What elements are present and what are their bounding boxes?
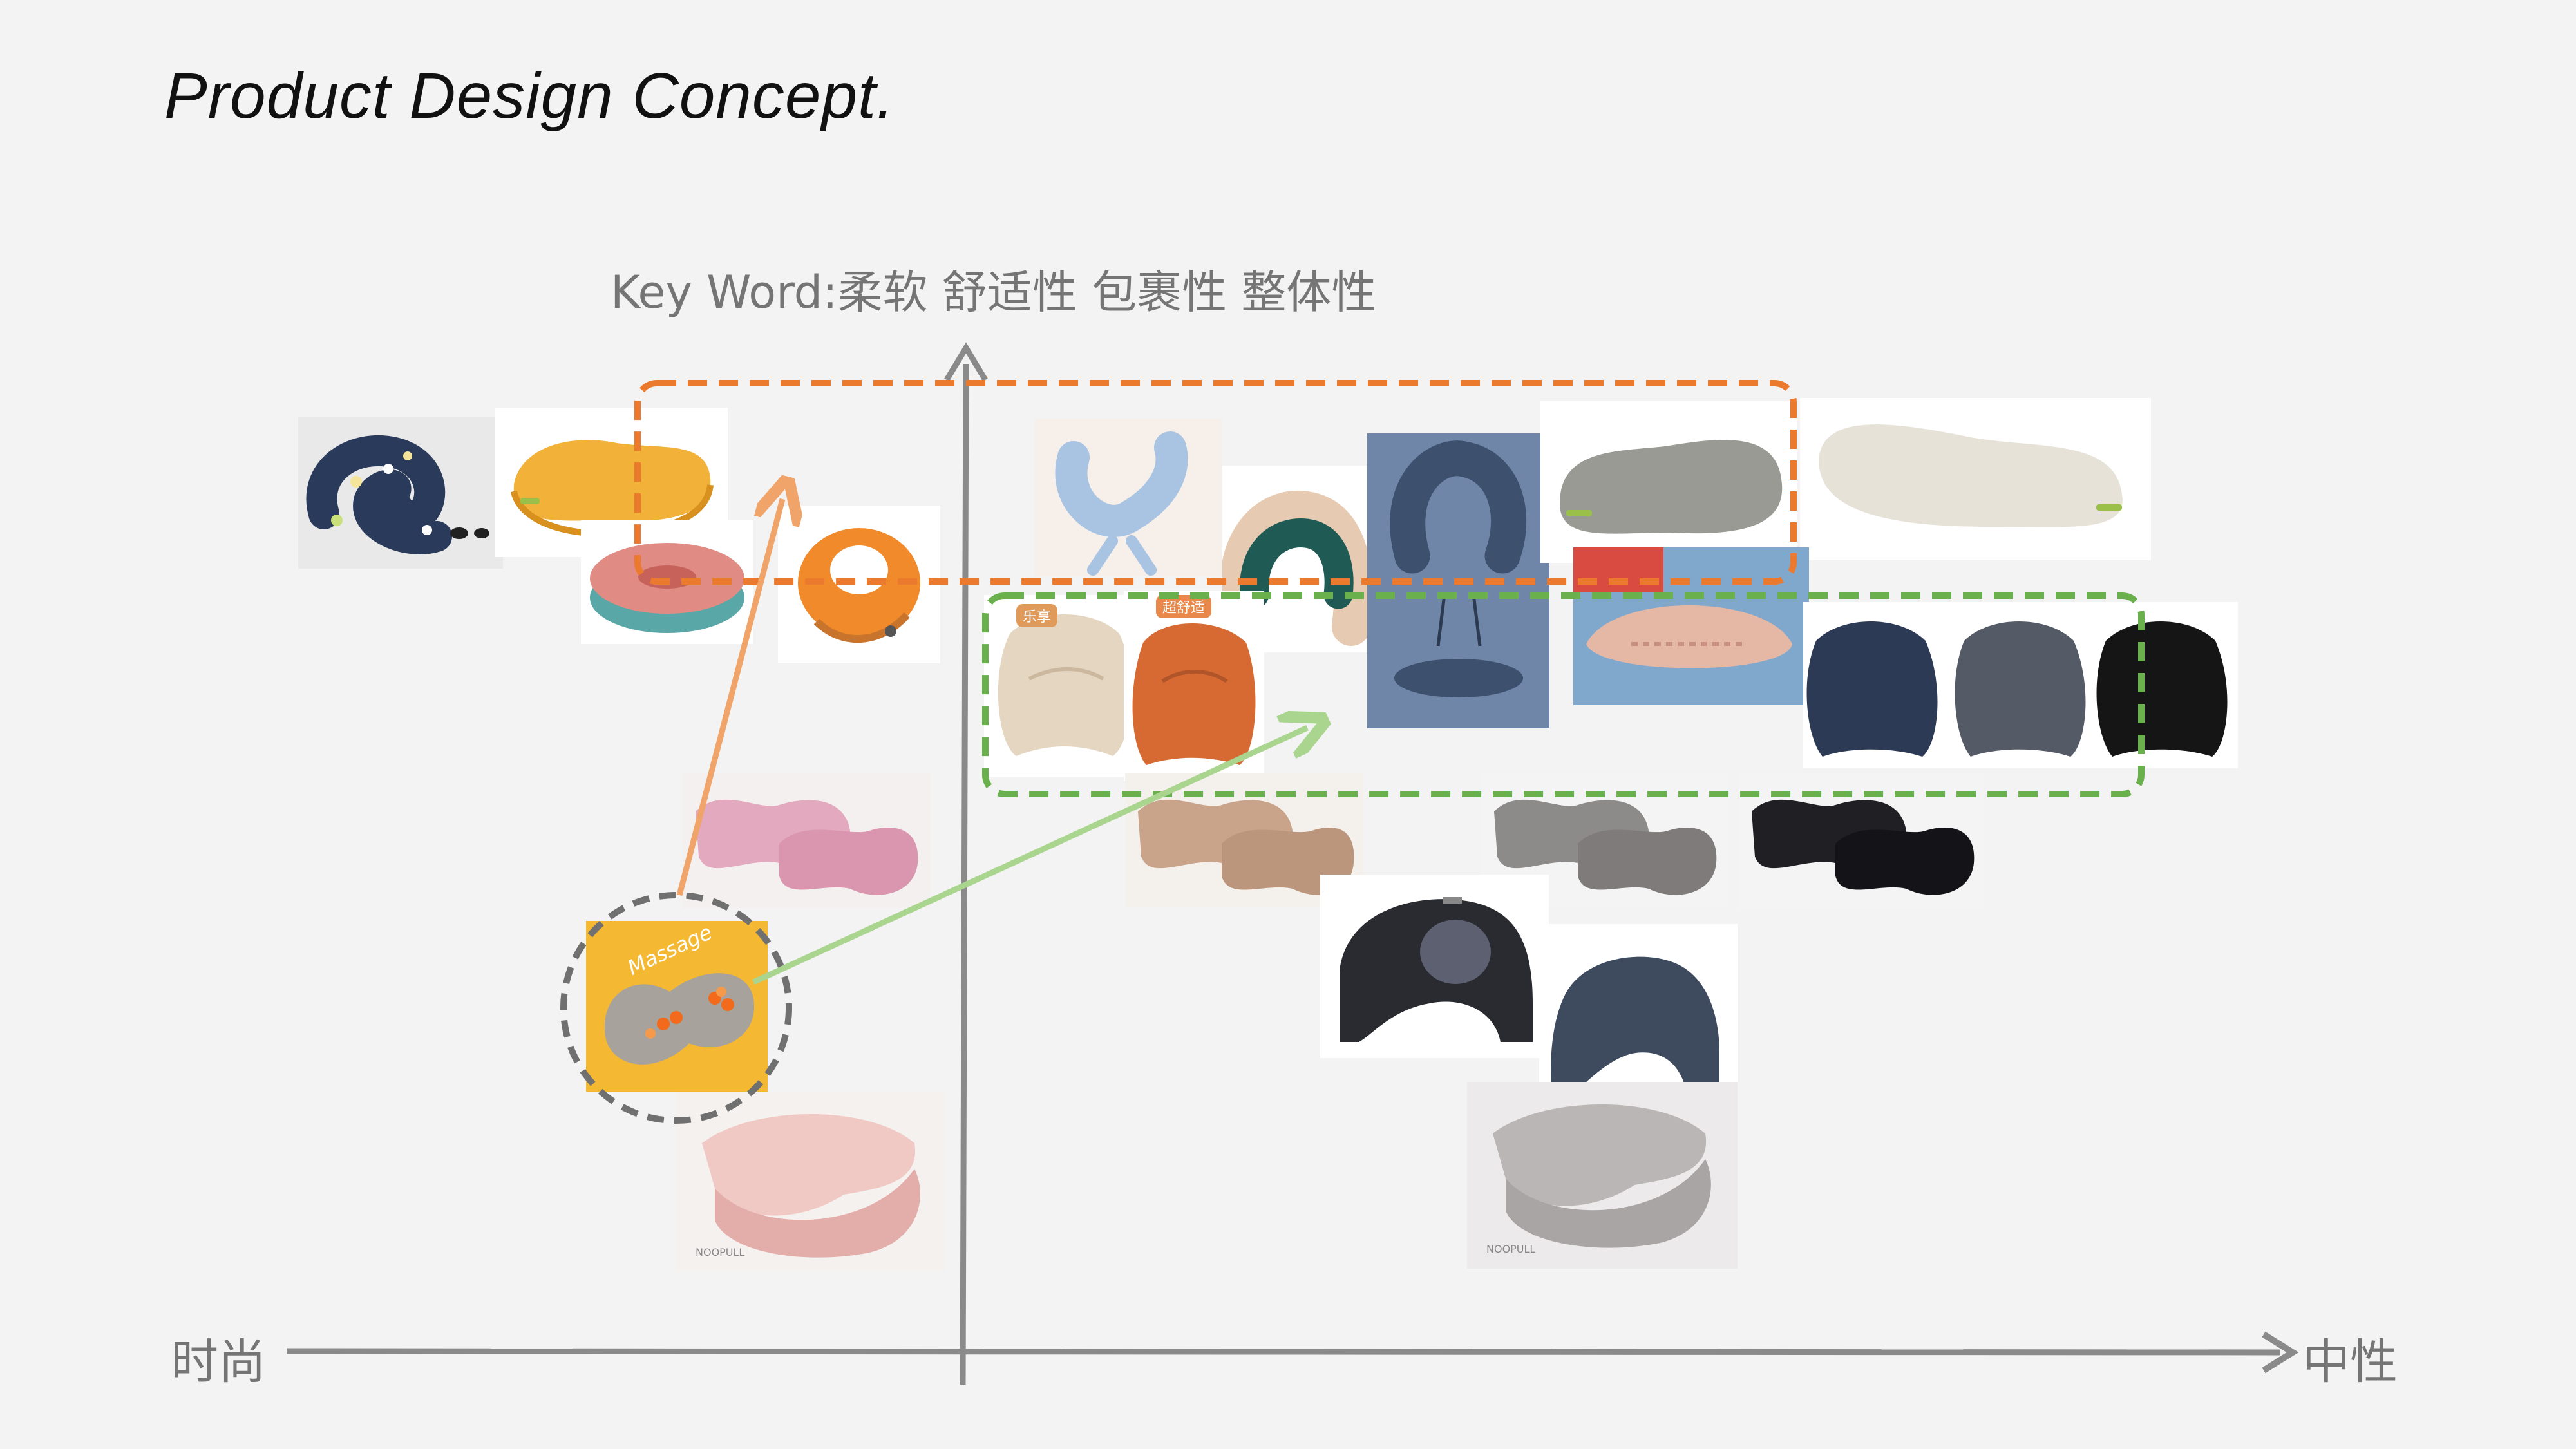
product-pink-back-cushion: [1573, 547, 1809, 705]
product-pink-headrest: [683, 773, 931, 908]
product-pink-seat-cushion: NOOPULL: [676, 1092, 945, 1271]
product-blue-u-pillow: [1035, 419, 1222, 576]
product-gray-cloud-pillow: [1540, 401, 1797, 563]
slide-title: Product Design Concept.: [164, 60, 895, 132]
highlight-circle: [560, 892, 792, 1124]
product-black-car-lumbar: [1320, 875, 1549, 1058]
product-green-horseshoe: [1222, 466, 1367, 652]
product-dark-lumbar-trio: [1803, 602, 2238, 768]
vertical-axis: [960, 363, 969, 1385]
green-arrow: [752, 728, 1307, 985]
brand-label: NOOPULL: [1486, 1243, 1536, 1255]
axis-label-neutral: 中性: [2302, 1334, 2398, 1390]
brand-label: NOOPULL: [696, 1246, 745, 1258]
product-tag: 乐享: [1016, 604, 1058, 627]
orange-group-outline: [634, 380, 1797, 585]
vertical-axis-arrowhead: [944, 342, 988, 382]
green-group-outline: [982, 592, 2145, 797]
product-massage-pillow: Massage: [586, 921, 768, 1092]
product-beige-lumbar: 乐享: [984, 595, 1145, 777]
product-floral-neck-pillow: [298, 417, 503, 569]
axis-label-fashion: 时尚: [171, 1334, 266, 1390]
product-beige-cloud-pillow: [1800, 398, 2151, 560]
product-black-headrest: [1739, 773, 1984, 909]
horizontal-axis: [286, 1348, 2280, 1356]
horizontal-axis-arrowhead: [2262, 1331, 2299, 1374]
orange-arrow: [676, 499, 782, 896]
keyword-line: Key Word:柔软 舒适性 包裹性 整体性: [611, 266, 1377, 319]
product-gray-seat-cushion: NOOPULL: [1467, 1082, 1738, 1269]
